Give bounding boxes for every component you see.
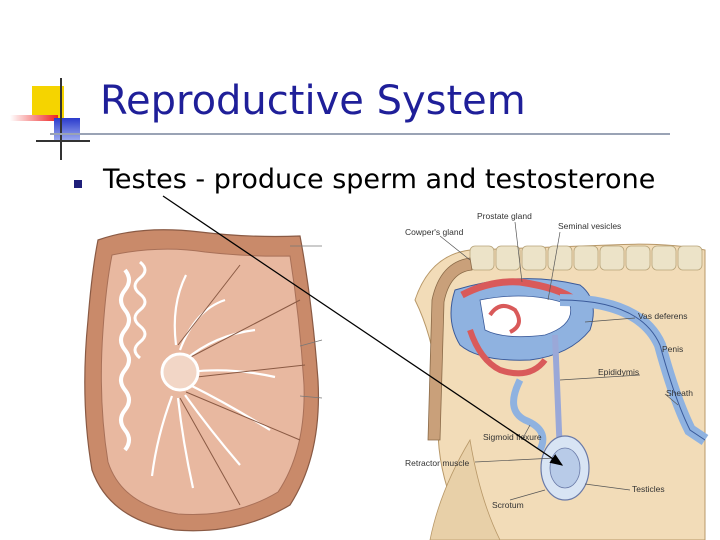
pointer-arrow xyxy=(162,195,564,466)
label-sigmoid-flexure: Sigmoid flexure xyxy=(483,432,542,442)
testis-cross-section xyxy=(84,229,323,532)
slide-title: Reproductive System xyxy=(100,78,526,124)
bullet-text: Testes - produce sperm and testosterone xyxy=(103,164,656,195)
label-testicles: Testicles xyxy=(632,484,665,494)
label-penis: Penis xyxy=(662,344,683,354)
label-prostate-gland: Prostate gland xyxy=(477,211,532,221)
label-scrotum: Scrotum xyxy=(492,500,524,510)
title-ornament-horizontal-line xyxy=(36,140,90,142)
label-vas-deferens: Vas deferens xyxy=(638,311,687,321)
label-seminal-vesicles: Seminal vesicles xyxy=(558,221,621,231)
label-retractor-muscle: Retractor muscle xyxy=(405,458,470,468)
title-underline xyxy=(50,133,670,135)
bullet-marker xyxy=(74,180,82,188)
title-ornament-yellow-square xyxy=(32,86,64,118)
title-ornament-vertical-line xyxy=(60,78,62,160)
label-epididymis: Epididymis xyxy=(598,367,639,377)
bull-reproductive-diagram: Prostate gland Seminal vesicles Cowper's… xyxy=(405,211,709,540)
title-ornament-red-bar xyxy=(10,115,58,121)
label-sheath: Sheath xyxy=(666,388,693,398)
label-cowpers-gland: Cowper's gland xyxy=(405,227,464,237)
